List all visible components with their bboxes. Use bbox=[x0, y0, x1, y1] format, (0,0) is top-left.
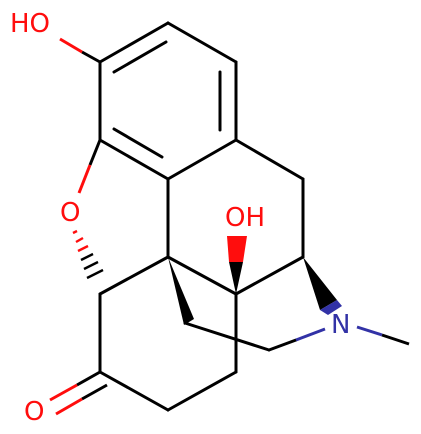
bond-o bbox=[77, 164, 92, 194]
wedge-bond-oh bbox=[227, 236, 247, 262]
bond bbox=[183, 321, 271, 352]
bond bbox=[81, 50, 101, 64]
bond bbox=[234, 138, 305, 181]
wedge-bond bbox=[168, 257, 194, 325]
bond-co bbox=[55, 397, 83, 416]
wedge-bond bbox=[303, 257, 337, 310]
atom-label-o-ketone: O bbox=[24, 397, 44, 427]
bond bbox=[166, 21, 238, 64]
double-bond-inner bbox=[112, 40, 168, 74]
bond bbox=[98, 138, 170, 181]
atom-label-o-ring: O bbox=[60, 198, 80, 228]
bond bbox=[166, 255, 238, 296]
atom-label-n: N bbox=[331, 310, 350, 340]
bond-n bbox=[295, 327, 326, 342]
aromatic-ring bbox=[98, 21, 238, 181]
bond bbox=[98, 255, 170, 296]
bond-methyl bbox=[381, 333, 410, 346]
bond bbox=[166, 138, 238, 181]
bond bbox=[76, 370, 101, 387]
hashed-wedge-bond bbox=[72, 229, 104, 280]
bond bbox=[98, 21, 170, 64]
bond bbox=[166, 370, 238, 412]
bond-co bbox=[49, 383, 78, 402]
bond-n bbox=[356, 325, 383, 337]
atom-label-ho: HO bbox=[10, 9, 50, 39]
atom-label-oh: OH bbox=[225, 203, 265, 233]
wedge-bond bbox=[229, 262, 243, 294]
bond bbox=[81, 383, 108, 401]
bond bbox=[88, 139, 102, 166]
bond bbox=[98, 370, 170, 412]
skeleton-bonds bbox=[98, 138, 305, 412]
bond bbox=[267, 338, 298, 352]
bond-oh bbox=[59, 37, 83, 54]
wedge-bond-n bbox=[320, 300, 342, 315]
bond bbox=[234, 255, 305, 296]
double-bond-inner bbox=[112, 127, 164, 159]
